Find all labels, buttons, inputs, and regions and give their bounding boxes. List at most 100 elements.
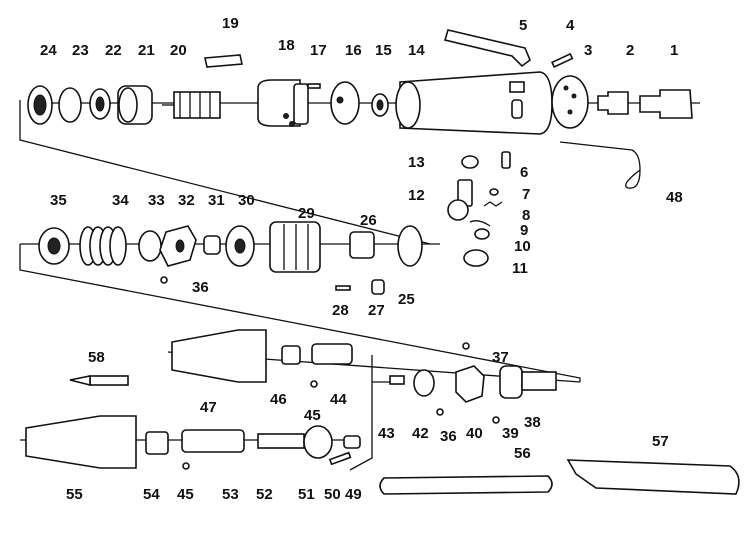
label-part-30: 30 [238, 192, 255, 209]
part-40-nut [455, 365, 485, 403]
part-29-clutch [269, 221, 321, 273]
part-49-bushing [343, 435, 361, 449]
label-part-4: 4 [566, 17, 575, 34]
part-28-pin [335, 285, 351, 291]
part-50-screw [328, 451, 352, 466]
part-16-rear-plate [330, 81, 360, 125]
label-part-34: 34 [112, 192, 129, 209]
label-part-37: 37 [492, 349, 509, 366]
label-part-58: 58 [88, 349, 105, 366]
part-48-hanger [559, 141, 641, 189]
label-part-22: 22 [105, 42, 122, 59]
part-58-bit [69, 375, 129, 387]
label-part-25: 25 [398, 291, 415, 308]
label-part-51: 51 [298, 486, 315, 503]
label-part-2: 2 [626, 42, 634, 59]
part-36b-ball [436, 408, 444, 416]
label-part-45b: 45 [177, 486, 194, 503]
part-52-shaft [257, 433, 305, 449]
part-2-fitting [597, 91, 629, 115]
label-part-53: 53 [222, 486, 239, 503]
label-part-45a: 45 [304, 407, 321, 424]
part-1-inlet [639, 89, 693, 119]
part-38-gear [499, 365, 557, 399]
label-part-7: 7 [522, 186, 530, 203]
label-part-49: 49 [345, 486, 362, 503]
label-part-36b: 36 [440, 428, 457, 445]
part-21-bearing [117, 85, 153, 125]
part-4-pin [551, 52, 574, 69]
part-20-rotor [162, 91, 221, 119]
part-27-cam [371, 279, 385, 295]
label-part-46: 46 [270, 391, 287, 408]
part-32-plate [159, 225, 197, 267]
part-45b-ball [182, 462, 190, 470]
part-55-sleeve [25, 415, 137, 469]
part-33-washer [138, 230, 162, 262]
label-part-40: 40 [466, 425, 483, 442]
part-3-plate [551, 75, 589, 129]
part-18-cylinder [257, 79, 309, 127]
part-7-o-ring [489, 188, 499, 196]
part-25-ring [397, 225, 423, 267]
label-part-56: 56 [514, 445, 531, 462]
part-37-ball [462, 342, 470, 350]
part-labels: 1 2 3 4 5 6 7 8 9 10 11 12 13 14 15 16 1… [40, 15, 683, 503]
label-part-3: 3 [584, 42, 592, 59]
label-part-43: 43 [378, 425, 395, 442]
part-39-ball [492, 416, 500, 424]
label-part-23: 23 [72, 42, 89, 59]
label-part-13: 13 [408, 154, 425, 171]
label-part-26: 26 [360, 212, 377, 229]
part-5-lever [443, 29, 531, 68]
part-8-spring [483, 201, 503, 207]
label-part-12: 12 [408, 187, 425, 204]
label-part-5: 5 [519, 17, 527, 34]
label-part-18: 18 [278, 37, 295, 54]
part-11-plug [463, 249, 489, 267]
part-53-spindle [181, 429, 245, 453]
part-56-wrench [379, 475, 553, 495]
label-part-10: 10 [514, 238, 531, 255]
label-part-38: 38 [524, 414, 541, 431]
label-part-42: 42 [412, 425, 429, 442]
part-22-bushing [89, 88, 111, 120]
part-26-ball [349, 231, 375, 259]
label-part-20: 20 [170, 42, 187, 59]
part-14-housing [395, 71, 553, 135]
part-23-o-ring [58, 87, 82, 123]
part-34-spring [79, 226, 127, 266]
label-part-47: 47 [200, 399, 217, 416]
part-13-seat [461, 155, 479, 169]
assembly-lines [19, 100, 700, 471]
part-24-washer [27, 85, 53, 125]
part-10-o-ring [474, 228, 490, 240]
part-57-wrench [566, 459, 740, 495]
part-54-bushing [145, 431, 169, 455]
label-part-52: 52 [256, 486, 273, 503]
label-part-33: 33 [148, 192, 165, 209]
label-part-19: 19 [222, 15, 239, 32]
part-42-disc [413, 369, 435, 397]
part-30-ring [225, 225, 255, 267]
label-part-50: 50 [324, 486, 341, 503]
label-part-17: 17 [310, 42, 327, 59]
label-part-54: 54 [143, 486, 160, 503]
part-6-pin [501, 151, 511, 169]
part-46-bushing [281, 345, 301, 365]
label-part-36a: 36 [192, 279, 209, 296]
part-12-valve [447, 179, 473, 221]
label-part-14: 14 [408, 42, 425, 59]
label-part-1: 1 [670, 42, 678, 59]
part-47-sleeve [171, 329, 267, 383]
label-part-31: 31 [208, 192, 225, 209]
label-part-21: 21 [138, 42, 155, 59]
label-part-6: 6 [520, 164, 528, 181]
label-part-16: 16 [345, 42, 362, 59]
part-44-spindle [311, 343, 353, 365]
label-part-57: 57 [652, 433, 669, 450]
label-part-39: 39 [502, 425, 519, 442]
label-part-48: 48 [666, 189, 683, 206]
part-43-pin [389, 375, 405, 385]
